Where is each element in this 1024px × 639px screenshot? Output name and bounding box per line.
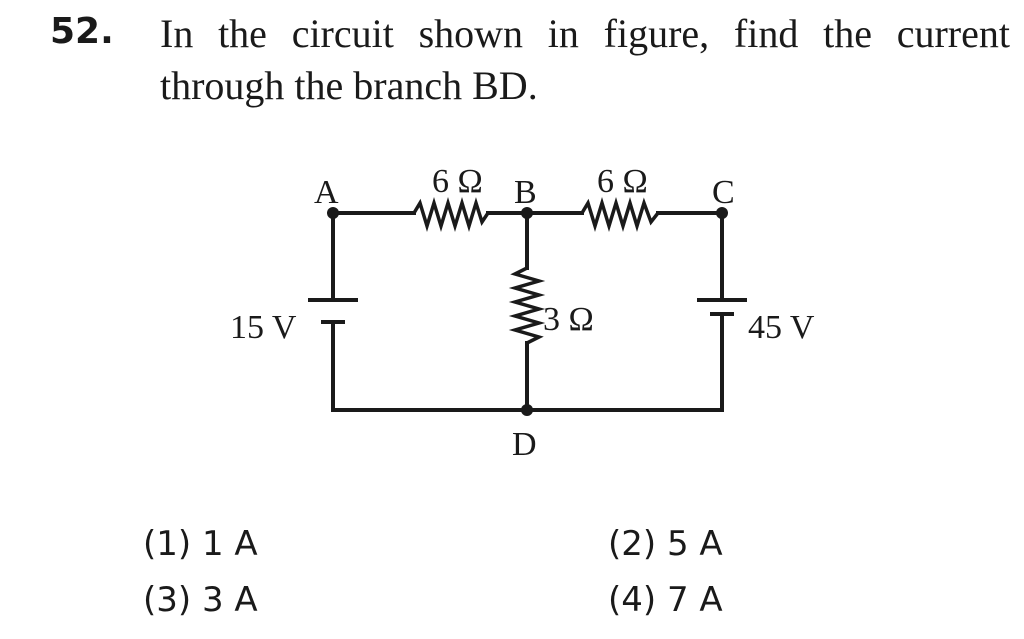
option-1[interactable]: (1) 1 A <box>143 524 258 564</box>
option-3[interactable]: (3) 3 A <box>143 580 258 620</box>
option-2[interactable]: (2) 5 A <box>608 524 723 564</box>
battery-label-right: 45 V <box>748 309 815 346</box>
node-d-dot <box>521 404 533 416</box>
node-b-dot <box>521 207 533 219</box>
node-label-b: B <box>514 174 537 211</box>
node-a-dot <box>327 207 339 219</box>
resistor-bd <box>508 266 546 345</box>
battery-label-left: 15 V <box>230 309 297 346</box>
question-number: 52. <box>50 11 114 52</box>
node-label-a: A <box>314 174 339 211</box>
option-4[interactable]: (4) 7 A <box>608 580 723 620</box>
resistor-label-bd: 3 Ω <box>543 301 594 338</box>
node-label-d: D <box>512 426 537 463</box>
node-c-dot <box>716 207 728 219</box>
resistor-bc <box>580 196 660 233</box>
resistor-label-ab: 6 Ω <box>432 163 483 200</box>
resistor-label-bc: 6 Ω <box>597 163 648 200</box>
question-text: In the circuit shown in figure, find the… <box>160 11 1010 108</box>
resistor-ab <box>412 196 490 233</box>
node-label-c: C <box>712 174 735 211</box>
